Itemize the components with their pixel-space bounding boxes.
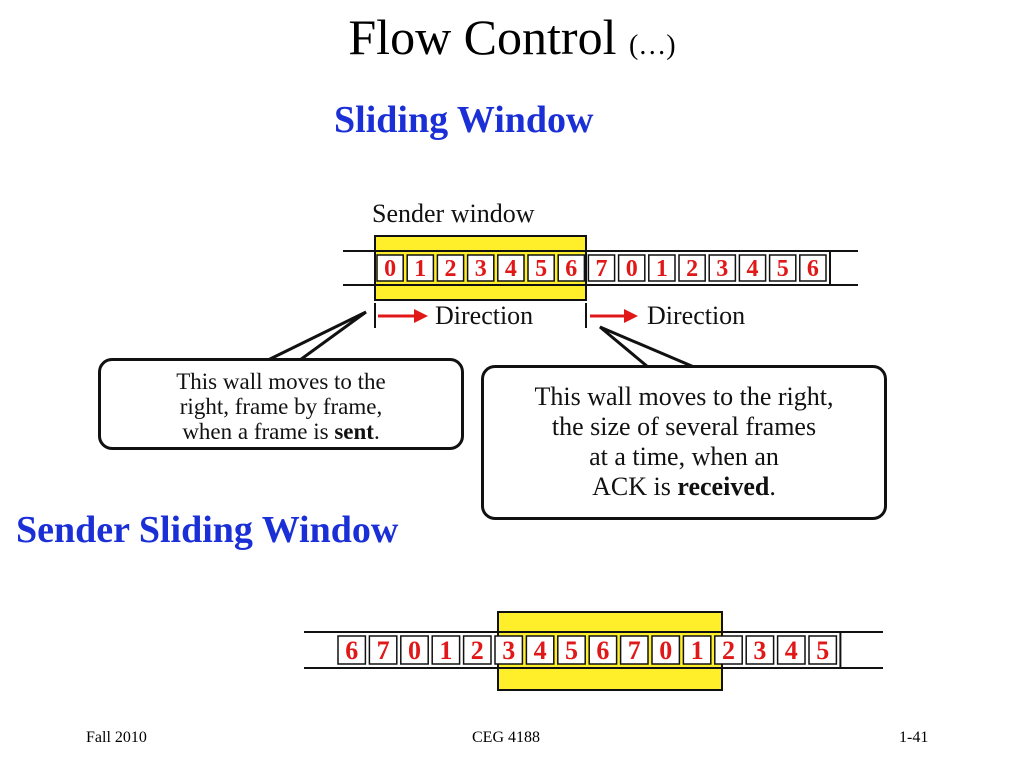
footer-course: CEG 4188 [472, 729, 540, 746]
frame-cell [337, 635, 367, 665]
frame-cell [745, 635, 775, 665]
callout-right-line2: the size of several frames [551, 412, 817, 441]
frame-number: 2 [686, 256, 698, 282]
callout-left-line3: when a frame is sent. [182, 419, 380, 444]
frame-number: 6 [807, 256, 819, 282]
frame-cell [619, 635, 649, 665]
frame-cell [462, 635, 492, 665]
frame-cell [587, 254, 616, 282]
frame-number: 4 [534, 636, 547, 665]
frame-number: 1 [656, 256, 668, 282]
subtitle-sliding-window: Sliding Window [334, 99, 594, 141]
footer-date: Fall 2010 [86, 729, 147, 746]
callout-right-line3: at a time, when an [589, 442, 779, 471]
frame-cell [406, 254, 435, 282]
frame-cell [768, 254, 797, 282]
frame-cell [799, 254, 827, 282]
frame-number: 7 [377, 636, 390, 665]
right-callout-pointer [599, 325, 695, 369]
frame-number: 6 [345, 636, 358, 665]
frame-cell [431, 635, 461, 665]
frame-cell [497, 254, 525, 282]
frame-number: 1 [414, 256, 426, 282]
frame-number: 0 [626, 256, 638, 282]
frame-number: 2 [471, 636, 484, 665]
frame-cell [400, 635, 429, 665]
frame-cell [708, 254, 737, 282]
direction-label-right: Direction [647, 301, 746, 330]
frame-number: 1 [439, 636, 452, 665]
frame-number: 2 [445, 256, 457, 282]
callout-left-line2: right, frame by frame, [179, 394, 383, 419]
callout-left-wall: This wall moves to the right, frame by f… [98, 358, 464, 450]
frame-number: 0 [384, 256, 396, 282]
frame-cell [557, 635, 586, 665]
frame-cell [376, 254, 404, 282]
frame-number: 2 [722, 636, 735, 665]
direction-arrow-left-head [414, 309, 428, 323]
frame-number: 4 [505, 256, 517, 282]
frame-number: 1 [691, 636, 704, 665]
frame-cell [651, 635, 681, 665]
footer-page-number: 1-41 [899, 729, 929, 746]
frame-number: 6 [596, 636, 609, 665]
frame-number: 5 [816, 636, 829, 665]
frame-cell [682, 635, 712, 665]
subtitle-sender-sliding-window: Sender Sliding Window [16, 509, 399, 551]
frame-cell [738, 254, 767, 282]
callout-right-line1: This wall moves to the right, [534, 382, 834, 411]
frame-cell [617, 254, 646, 282]
frame-cell [525, 635, 555, 665]
frame-cell [557, 254, 586, 282]
frame-number: 5 [777, 256, 789, 282]
frame-number: 3 [502, 636, 515, 665]
title-main: Flow Control [348, 9, 617, 65]
frame-cell [436, 254, 465, 282]
frame-cell [588, 635, 618, 665]
slide-title: Flow Control (…) [0, 8, 1024, 66]
frame-cell [527, 254, 555, 282]
frame-number: 5 [565, 636, 578, 665]
frame-number: 3 [475, 256, 487, 282]
frame-cell [368, 635, 398, 665]
frame-number: 7 [596, 256, 608, 282]
frame-cell [466, 254, 495, 282]
direction-arrow-right-head [624, 309, 638, 323]
frame-number: 7 [628, 636, 641, 665]
frame-number: 4 [785, 636, 798, 665]
frame-number: 5 [535, 256, 547, 282]
frame-cell [678, 254, 706, 282]
frame-number: 3 [753, 636, 766, 665]
callout-left-line1: This wall moves to the [176, 369, 386, 394]
left-callout-pointer [267, 310, 367, 362]
frame-number: 0 [659, 636, 672, 665]
frame-number: 3 [716, 256, 728, 282]
sender-window-label: Sender window [372, 199, 535, 228]
callout-right-wall: This wall moves to the right, the size o… [481, 365, 887, 520]
direction-label-left: Direction [435, 301, 534, 330]
frame-cell [714, 635, 743, 665]
direction-arrows [374, 303, 638, 328]
frame-number: 0 [408, 636, 421, 665]
frame-cell [808, 635, 838, 665]
frame-cell [776, 635, 806, 665]
frame-number: 4 [747, 256, 759, 282]
callout-right-line4: ACK is received. [592, 472, 776, 501]
title-suffix: (…) [628, 30, 676, 61]
frame-cell [648, 254, 676, 282]
frame-number: 6 [565, 256, 577, 282]
frame-cell [494, 635, 524, 665]
